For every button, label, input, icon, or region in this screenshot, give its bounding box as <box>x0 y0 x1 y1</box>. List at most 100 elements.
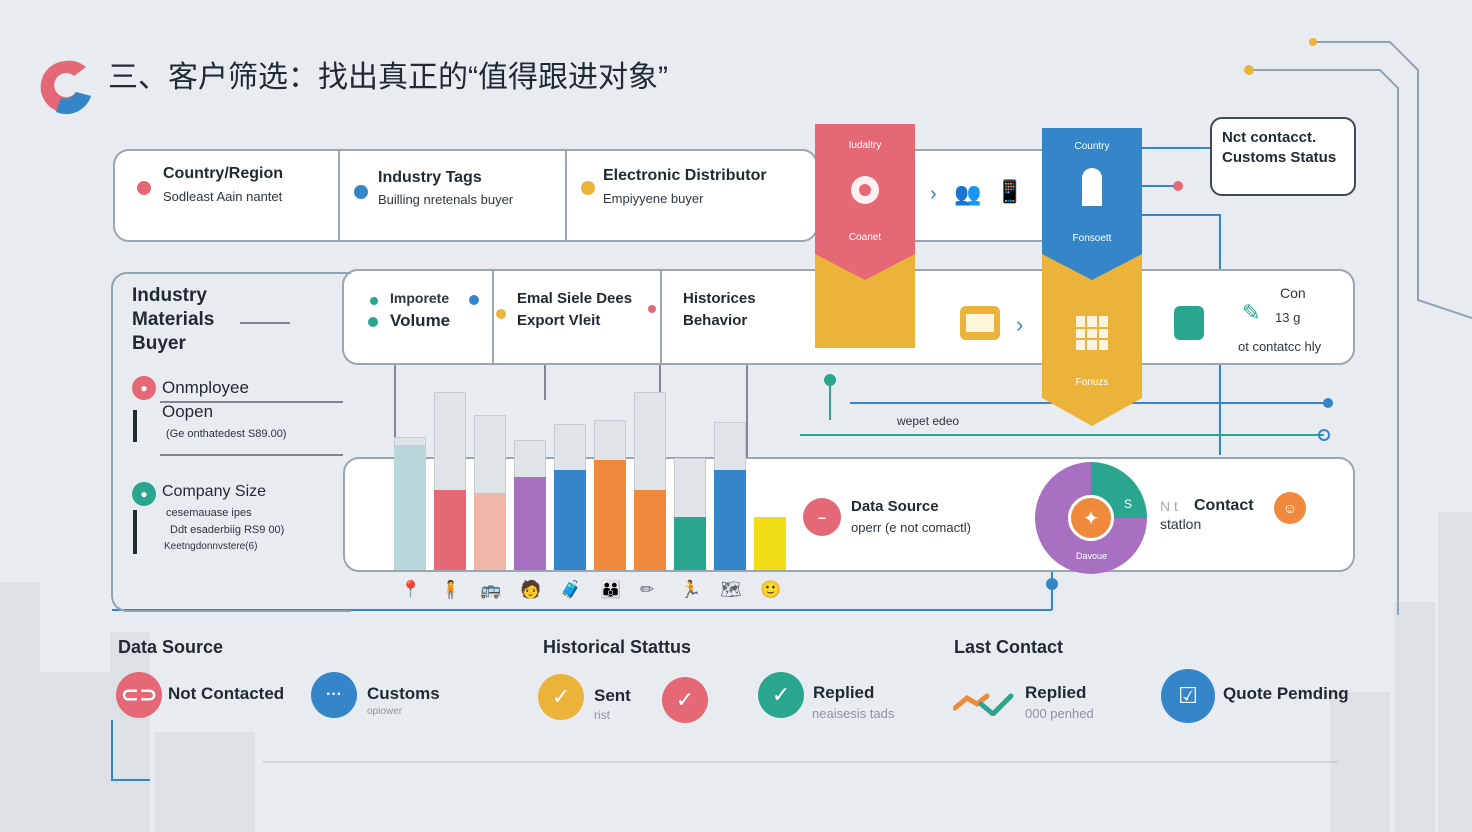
check-icon: ✓ <box>538 674 584 720</box>
dots-icon: ··· <box>311 672 357 718</box>
banner-mid-label: Fonsoett <box>1072 233 1112 244</box>
bracket-line <box>133 410 137 442</box>
contact-prefix: N t <box>1160 498 1178 514</box>
bar[interactable] <box>394 445 426 570</box>
check-circle-icon: ✓ <box>662 677 708 723</box>
tags-row-card: Country/Region Sodleast Aain nantet Indu… <box>113 149 818 242</box>
customs-status-box[interactable]: Nct contacct. Customs Status <box>1210 117 1356 196</box>
donut-label: S <box>1124 497 1133 511</box>
status-line-1: Nct contacct. <box>1222 129 1317 146</box>
tag-label: Country/Region <box>163 165 283 182</box>
building-icon: ● <box>132 482 156 506</box>
item-line-1: Imporete <box>390 290 450 306</box>
filter-label: Company Size <box>162 483 267 500</box>
legend-sub: 000 penhed <box>1025 706 1094 721</box>
legend-quote-pending[interactable]: ☑ Quote Pemding <box>1161 669 1361 725</box>
legend-title-historical: Historical Stattus <box>543 637 692 657</box>
contact-label: Contact <box>1194 497 1254 514</box>
legend-not-contacted[interactable]: ⊂⊃ Not Contacted <box>116 672 306 720</box>
bar[interactable] <box>714 470 746 570</box>
tag-electronic-distributor[interactable]: Electronic Distributor Empiyyene buyer <box>567 151 817 240</box>
tag-sub: Builling nretenals buyer <box>378 192 514 207</box>
bar[interactable] <box>754 516 786 570</box>
link-icon: ⊂⊃ <box>116 672 162 718</box>
data-source-label: Data Source <box>851 498 939 515</box>
legend-replied-contact[interactable]: Replied 000 penhed <box>953 672 1123 722</box>
company-size-filter[interactable]: ● Company Size cesemauase ipes Ddt esade… <box>130 478 340 558</box>
bar-category-icon: 🧳 <box>560 580 582 599</box>
legend-sent-check[interactable]: ✓ <box>662 677 710 725</box>
bar-icons-row: 📍🧍🚌🧑🧳👪✏🏃🗺🙂 <box>390 578 790 608</box>
legend-customs[interactable]: ··· Customs opiower <box>311 672 461 720</box>
blue-dot-icon <box>354 185 368 199</box>
filter-sub: Ddt esaderbiig RS9 00) <box>170 524 285 536</box>
contact-block[interactable]: N t Contact statlon ☺ <box>1158 492 1318 538</box>
bar-category-icon: 🧑 <box>520 580 542 599</box>
country-banner <box>1042 128 1142 426</box>
bar-chart <box>390 392 790 570</box>
green-dot-icon <box>368 317 378 327</box>
bar-category-icon: 🗺 <box>720 580 742 599</box>
banner-bottom-label: Coanet <box>848 232 882 243</box>
item-line-2: Export Vleit <box>517 312 601 329</box>
fire-icon: ✦ <box>1068 495 1114 541</box>
person-icon: ● <box>132 376 156 400</box>
legend-title-data-source: Data Source <box>118 637 224 657</box>
bracket-line <box>133 510 137 554</box>
middle-item-export[interactable]: Emal Siele Dees Export Vleit <box>492 271 658 347</box>
legend-sent[interactable]: ✓ Sent rist <box>538 674 648 722</box>
employee-filter[interactable]: ● Onmployee Oopen (Ge onthatedest S89.00… <box>130 374 340 446</box>
tag-label: Electronic Distributor <box>603 167 767 184</box>
banner-top-label: Iudaltry <box>848 140 882 151</box>
bar-category-icon: 🏃 <box>680 580 702 599</box>
middle-item-behavior[interactable]: Historices Behavior <box>660 271 815 347</box>
red-dot-icon <box>648 305 656 313</box>
yellow-dot-icon <box>581 181 595 195</box>
bar[interactable] <box>674 516 706 570</box>
bar-category-icon: ✏ <box>640 580 655 599</box>
filter-label: Onmployee <box>162 378 249 397</box>
item-line-2: Behavior <box>683 312 748 329</box>
middle-right-line-3: ot contatcc hly <box>1238 339 1322 354</box>
bar-category-icon: 📍 <box>400 580 422 599</box>
bar[interactable] <box>594 459 626 570</box>
tag-sub: Sodleast Aain nantet <box>163 189 283 204</box>
middle-right-line-2: 13 g <box>1275 310 1301 325</box>
legend-label: Sent <box>594 686 631 705</box>
bar[interactable] <box>554 470 586 570</box>
yellow-dot-icon <box>496 309 506 319</box>
middle-item-volume[interactable]: Imporete Volume <box>344 271 490 347</box>
bar[interactable] <box>474 493 506 570</box>
bar-category-icon: 🚌 <box>480 580 502 599</box>
bar[interactable] <box>434 489 466 570</box>
legend-label: Replied <box>1025 683 1087 702</box>
left-heading-1: Industry <box>132 285 207 306</box>
tag-industry[interactable]: Industry Tags Builling nretenals buyer <box>340 151 565 240</box>
red-dot-icon <box>137 181 151 195</box>
bar[interactable] <box>514 477 546 570</box>
chart-card <box>343 457 1355 572</box>
legend-label: Replied <box>813 683 875 702</box>
bar-category-icon: 🧍 <box>440 580 462 599</box>
legend-label: Customs <box>367 684 440 703</box>
filter-sub: Keetngdonnvstere(6) <box>164 541 258 552</box>
item-line-1: Historices <box>683 290 756 307</box>
tag-country-region[interactable]: Country/Region Sodleast Aain nantet <box>115 151 338 240</box>
legend-label: Not Contacted <box>168 684 285 703</box>
legend-replied-history[interactable]: ✓ Replied neaisesis tads <box>758 672 918 722</box>
bar[interactable] <box>634 489 666 570</box>
banner-top-label: Country <box>1074 141 1110 152</box>
bar-category-icon: 👪 <box>600 580 622 599</box>
item-line-1: Emal Siele Dees <box>517 290 633 307</box>
industry-banner <box>815 124 915 348</box>
filter-label-2: Oopen <box>162 402 214 421</box>
donut-bottom-label: Davoue <box>1076 551 1108 561</box>
data-source-block[interactable]: – Data Source operr (e not comactl) <box>803 496 1023 540</box>
people-group-icon: 👥 <box>954 181 982 206</box>
page-title: 三、客户筛选：找出真正的“值得跟进对象” <box>108 61 668 94</box>
tags-row-extension: › 👥 📱 <box>914 149 1044 242</box>
middle-right-line-1: Con <box>1280 285 1306 301</box>
filter-sub: cesemauase ipes <box>166 507 252 519</box>
contact-sub: statlon <box>1160 516 1202 532</box>
